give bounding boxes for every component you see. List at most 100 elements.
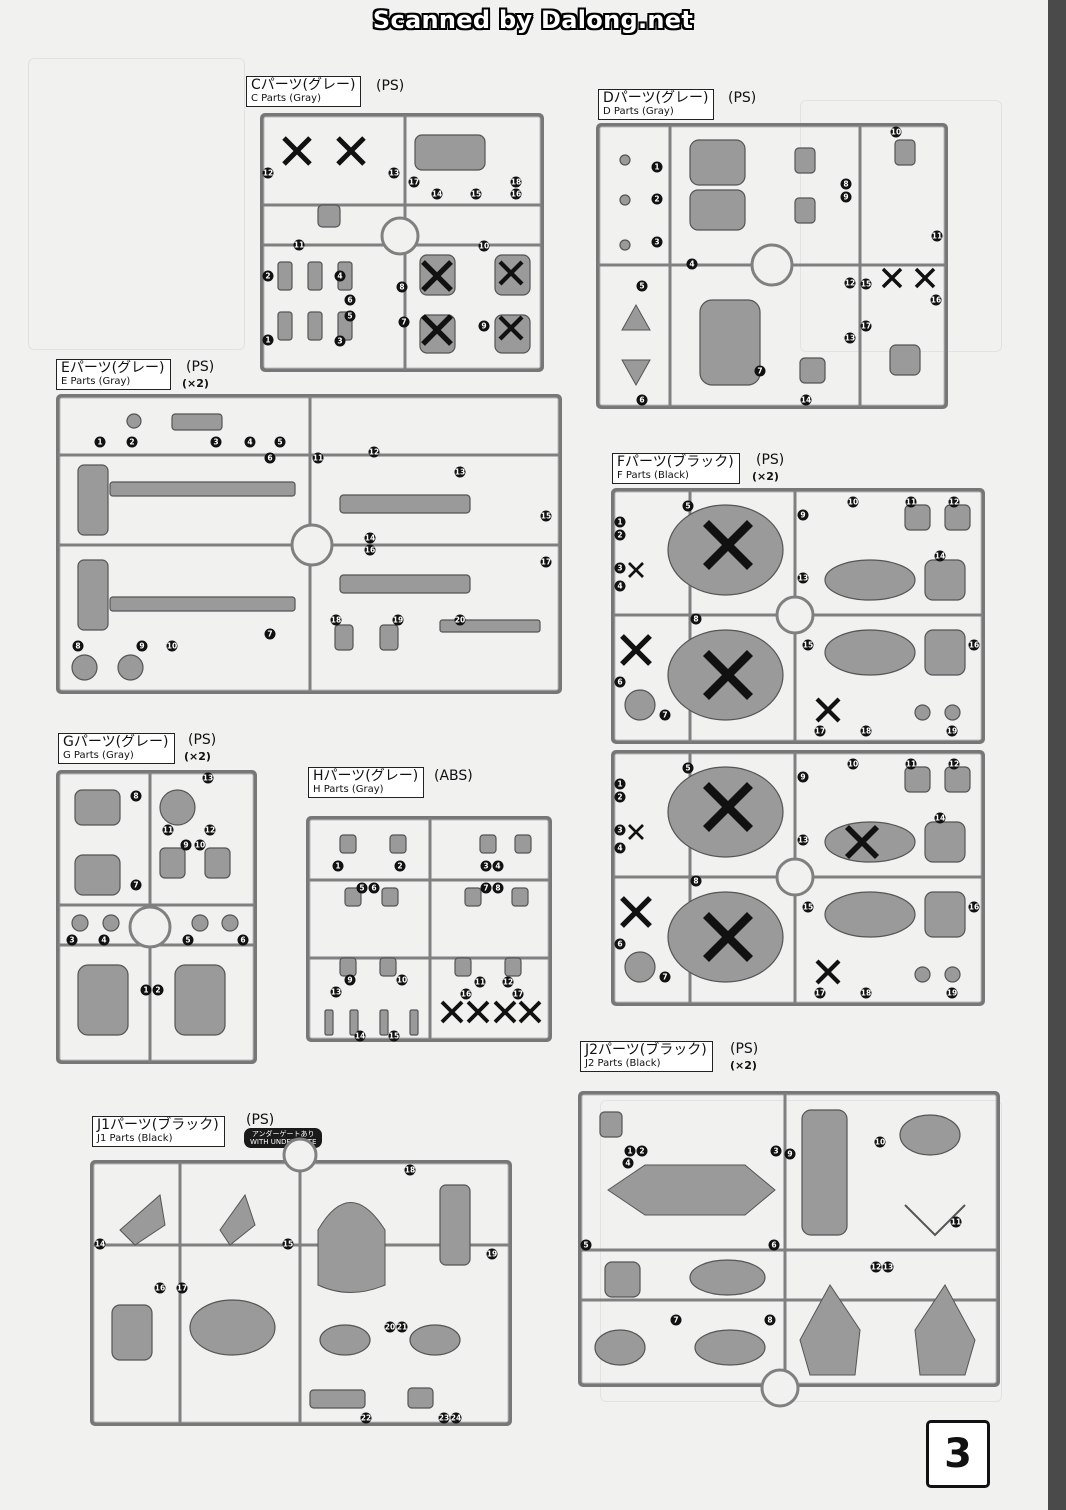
runner-g-frame-inner: [59, 773, 254, 1061]
unused-part-cross-c-8: [421, 260, 453, 292]
unused-part-cross-d-15b: [914, 267, 936, 289]
runner-g-part-number: 1: [143, 986, 148, 995]
runner-g-quantity: (×2): [184, 750, 211, 763]
runner-j2-quantity: (×2): [730, 1059, 757, 1072]
runner-f-part-number: 14: [935, 552, 945, 561]
runner-f-part-number-marker: [946, 987, 958, 999]
runner-e-part-number-marker: [312, 452, 324, 464]
runner-d-part-number-marker: [651, 161, 663, 173]
runner-e-part-number: 14: [365, 534, 375, 543]
runner-g-part-number-marker: [98, 934, 110, 946]
part-d-top-left: [689, 139, 746, 186]
part-h-piece-3: [514, 834, 532, 854]
part-h-piece-0: [339, 834, 357, 854]
runner-d-part-number-marker: [636, 280, 648, 292]
scan-watermark: Scanned by Dalong.net: [372, 6, 694, 34]
part-f-11: [904, 504, 931, 531]
part-j1-23: [407, 1387, 434, 1409]
part-c-11: [317, 204, 341, 228]
runner-h-part-number-marker: [480, 882, 492, 894]
part-h-piece-4: [344, 887, 362, 907]
part-j1-16: [111, 1304, 153, 1361]
runner-e-material: (PS): [186, 359, 215, 375]
part-f-14: [924, 559, 966, 601]
part-e-long-b: [77, 559, 109, 631]
part-h-pin-0: [324, 1009, 334, 1036]
runner-h-part-number: 15: [389, 1032, 399, 1041]
part-f-19b: [944, 966, 961, 983]
runner-g-part-number: 8: [133, 792, 138, 801]
part-j1-17: [189, 1299, 276, 1356]
part-g-ring-3: [221, 914, 239, 932]
runner-e-part-number: 19: [393, 616, 403, 625]
runner-j1-part-number-marker: [486, 1248, 498, 1260]
runner-c-part-number-marker: [344, 310, 356, 322]
unused-part-cross-f-5: [703, 520, 753, 570]
part-h-piece-8: [339, 957, 357, 977]
runner-f-part-number-marker: [682, 762, 694, 774]
part-h-piece-10: [454, 957, 472, 977]
runner-e-part-number: 12: [369, 448, 379, 457]
runner-d-part-number-marker: [686, 258, 698, 270]
runner-f-part-number: 3: [617, 564, 622, 573]
runner-c-part-number: 18: [511, 178, 521, 187]
runner-f-part-number: 12: [949, 498, 959, 507]
runner-c-part-number: 13: [389, 169, 399, 178]
runner-c-part-number-marker: [510, 188, 522, 200]
runner-j2-part-number-marker: [950, 1216, 962, 1228]
runner-f-part-number-marker: [802, 639, 814, 651]
part-e-3: [171, 413, 223, 431]
runner-f-part-number: 19: [947, 989, 957, 998]
runner-f-material: (PS): [756, 452, 785, 468]
runner-g-subtitle: G Parts (Gray): [63, 750, 134, 761]
part-c-small-0: [277, 261, 293, 291]
runner-h-part-number: 5: [359, 884, 364, 893]
part-e-long-a: [77, 464, 109, 536]
runner-c-part-number-marker: [398, 316, 410, 328]
runner-d-part-number: 8: [843, 180, 848, 189]
runner-c-part-number-marker: [262, 270, 274, 282]
runner-j1-part-number-marker: [154, 1282, 166, 1294]
part-j1-20: [319, 1324, 371, 1356]
runner-h-material: (ABS): [434, 768, 473, 784]
runner-c-part-number-marker: [478, 240, 490, 252]
runner-j1-part-number-marker: [282, 1238, 294, 1250]
part-f-19b: [944, 704, 961, 721]
runner-f-part-number-marker: [797, 572, 809, 584]
runner-j1-part-number-marker: [438, 1412, 450, 1424]
runner-j2-part-number: 11: [951, 1218, 961, 1227]
part-f-16: [924, 629, 966, 676]
runner-g-part-number-marker: [66, 934, 78, 946]
part-j2-4: [607, 1164, 776, 1216]
runner-d-part-number-marker: [860, 320, 872, 332]
runner-e-part-number-marker: [210, 436, 222, 448]
runner-h-part-number: 7: [483, 884, 488, 893]
runner-f-header: Fパーツ(ブラック) F Parts (Black): [612, 453, 740, 484]
part-g-1: [77, 964, 129, 1036]
runner-c-part-number: 1: [265, 336, 270, 345]
runner-j2-part-number: 4: [625, 1159, 630, 1168]
runner-d-part-number: 4: [689, 260, 694, 269]
runner-e-part-number-marker: [72, 640, 84, 652]
runner-c-title: Cパーツ(グレー): [251, 77, 356, 93]
runner-f-quantity: (×2): [752, 470, 779, 483]
runner-d-part-number-marker: [860, 278, 872, 290]
runner-e-part-number-marker: [166, 640, 178, 652]
runner-c-part-number: 7: [401, 318, 406, 327]
runner-f-part-number-marker: [659, 971, 671, 983]
runner-f-part-number-marker: [802, 901, 814, 913]
runner-f-part-number: 4: [617, 582, 622, 591]
runner-h-part-number-marker: [480, 860, 492, 872]
runner-f-part-number-marker: [905, 496, 917, 508]
runner-g-part-number: 10: [195, 841, 205, 850]
runner-j2-part-number-marker: [636, 1145, 648, 1157]
part-d-6: [621, 359, 651, 387]
unused-part-cross-f-3: [628, 562, 644, 578]
runner-f-part-number-marker: [847, 496, 859, 508]
runner-e-part-number-marker: [136, 640, 148, 652]
part-f-15: [824, 629, 916, 676]
runner-e-part-number-marker: [94, 436, 106, 448]
